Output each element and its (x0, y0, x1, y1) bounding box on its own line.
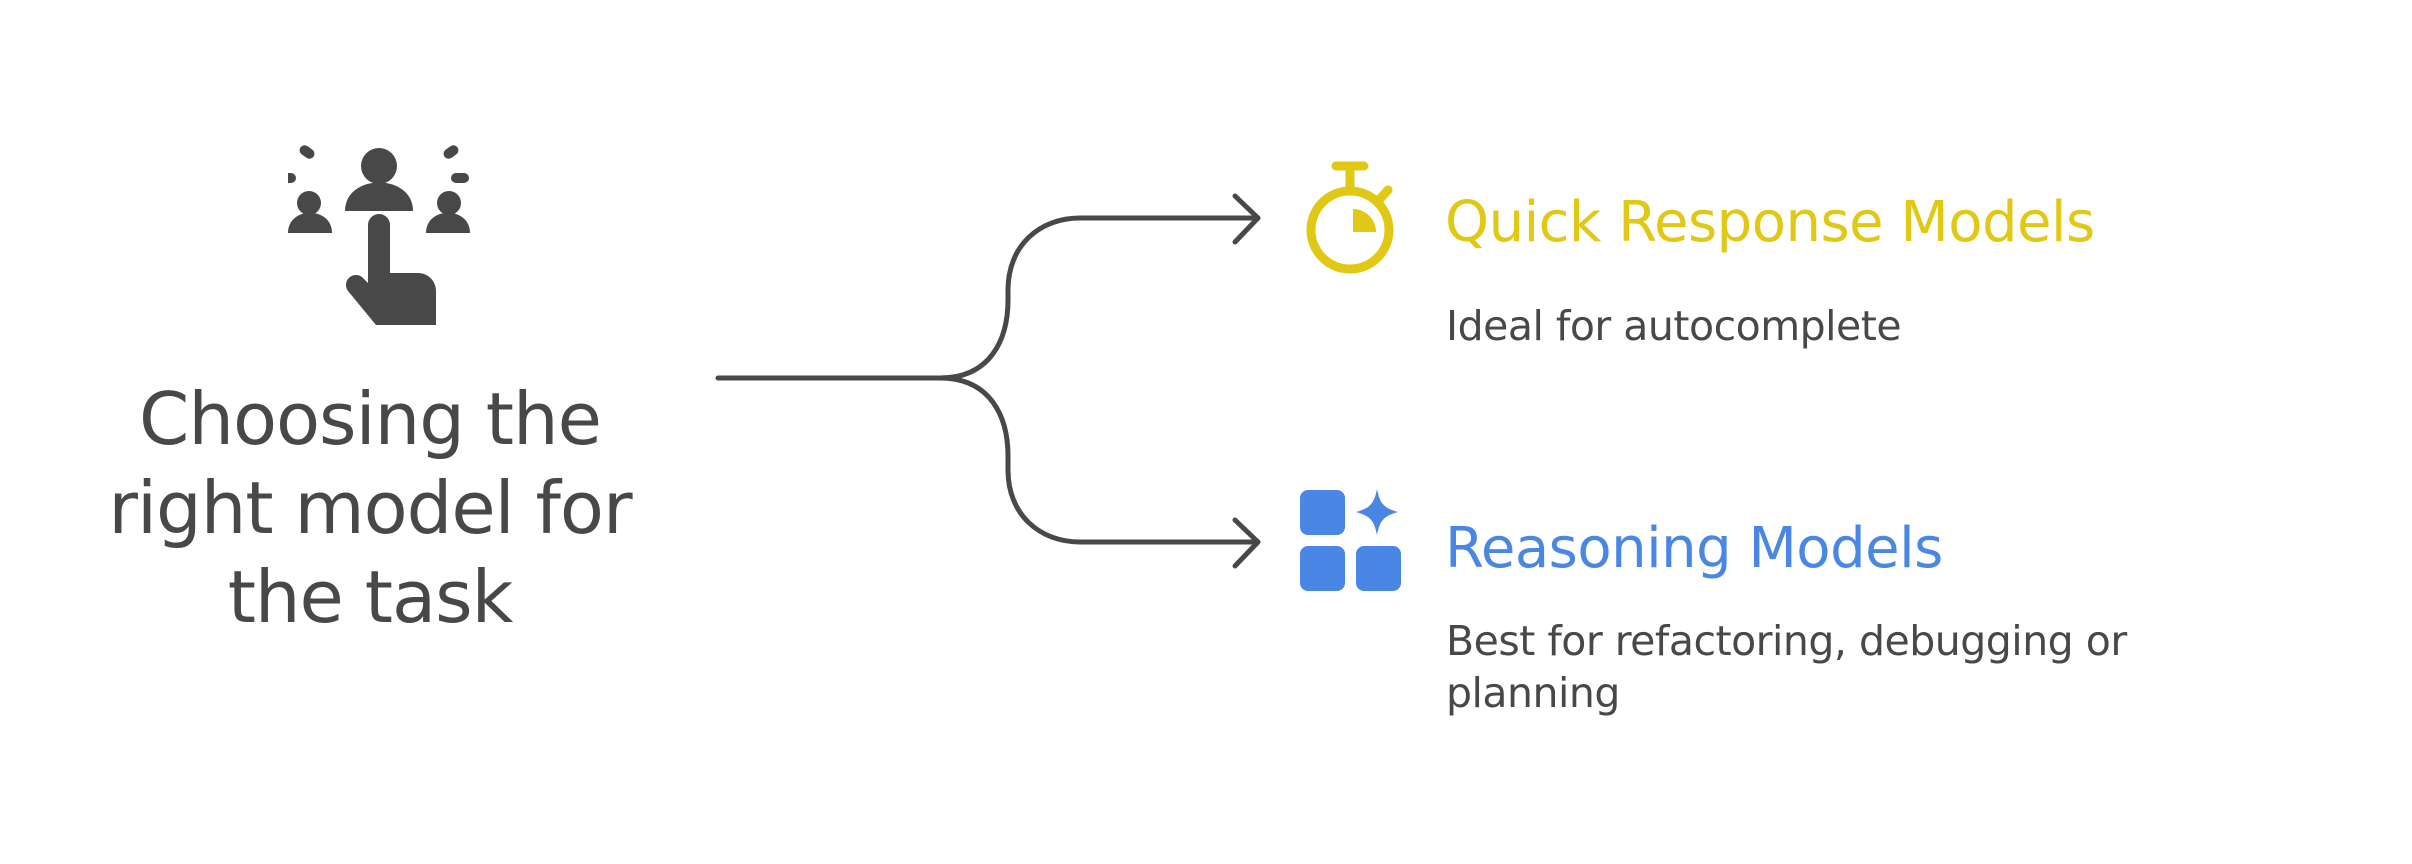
grid-sparkle-icon (1296, 486, 1406, 596)
people-pointer-icon (278, 143, 470, 327)
arrowhead-top (1232, 193, 1261, 245)
branch-line-top (937, 215, 1261, 381)
branch-heading-quick: Quick Response Models (1445, 190, 2095, 255)
title-line: the task (227, 555, 514, 639)
diagram-title: Choosing the right model for the task (60, 375, 680, 642)
stopwatch-icon (1300, 160, 1400, 278)
branch-line-bottom (937, 375, 1261, 545)
branch-heading-reasoning: Reasoning Models (1445, 516, 1943, 581)
arrowhead-bottom (1232, 517, 1261, 569)
branch-description-quick: Ideal for autocomplete (1446, 302, 1902, 350)
title-line: right model for (108, 466, 632, 550)
title-line: Choosing the (139, 377, 602, 461)
branch-description-reasoning: Best for refactoring, debugging or plann… (1446, 617, 2127, 717)
